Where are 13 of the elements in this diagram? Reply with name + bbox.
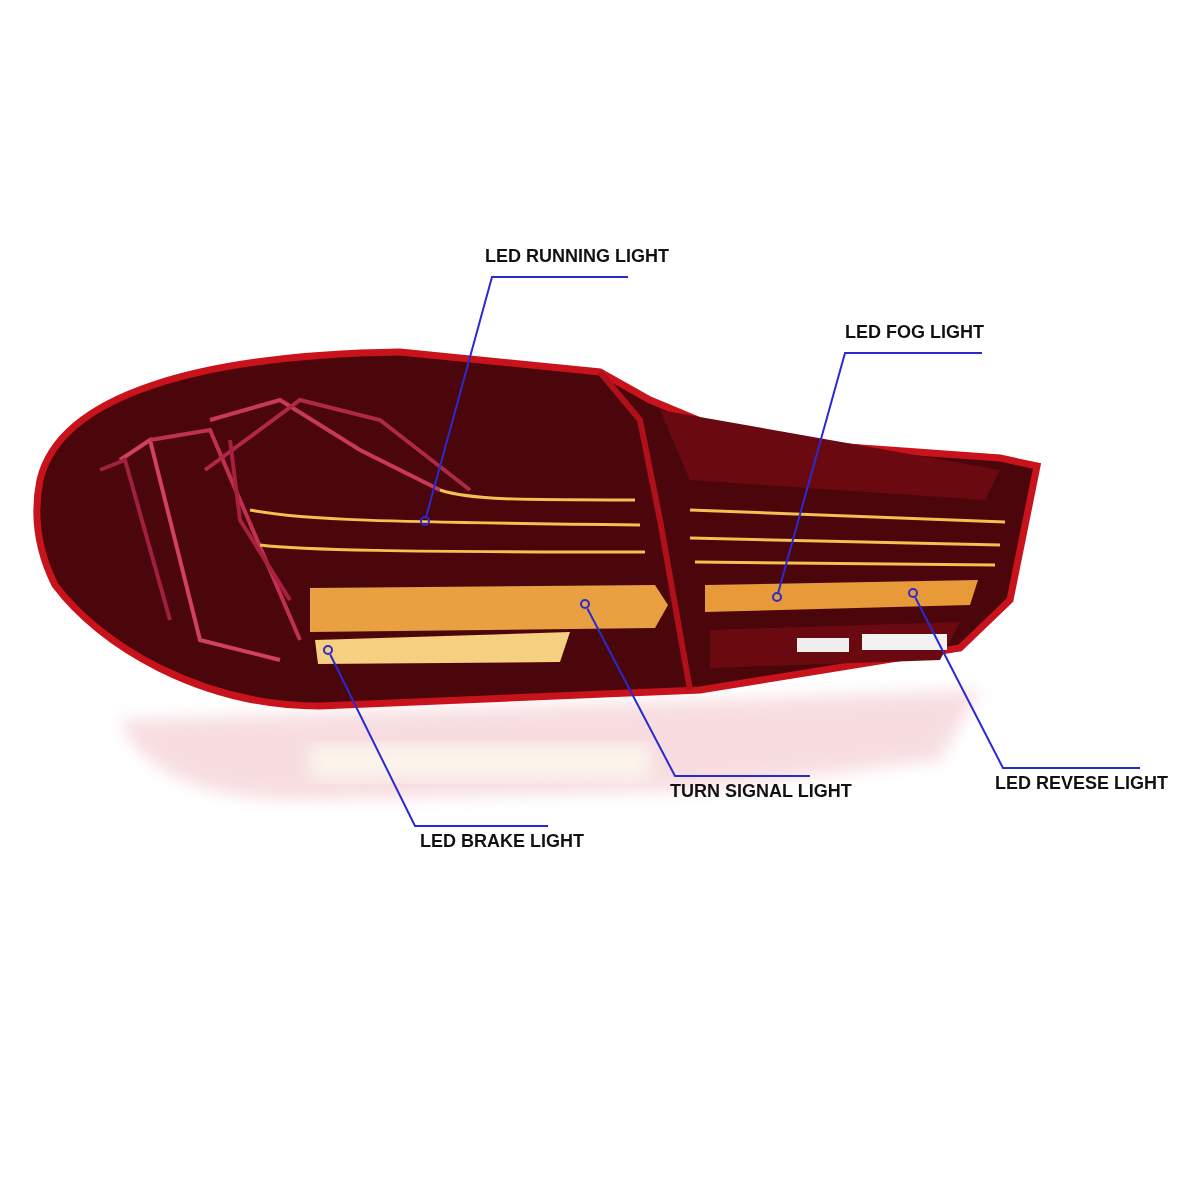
callout-label: LED REVESE LIGHT — [995, 773, 1169, 794]
callout-label: LED BRAKE LIGHT — [420, 831, 584, 852]
leader-end-circle — [580, 599, 590, 609]
leader-end-circle — [323, 645, 333, 655]
leader-line — [329, 653, 549, 827]
leader-line — [586, 607, 811, 777]
leader-line — [425, 276, 629, 518]
callout-label: TURN SIGNAL LIGHT — [670, 781, 852, 802]
leader-end-circle — [908, 588, 918, 598]
callout-label: LED RUNNING LIGHT — [485, 246, 669, 267]
leader-end-circle — [420, 516, 430, 526]
callout-label: LED FOG LIGHT — [845, 322, 984, 343]
leader-end-circle — [772, 592, 782, 602]
